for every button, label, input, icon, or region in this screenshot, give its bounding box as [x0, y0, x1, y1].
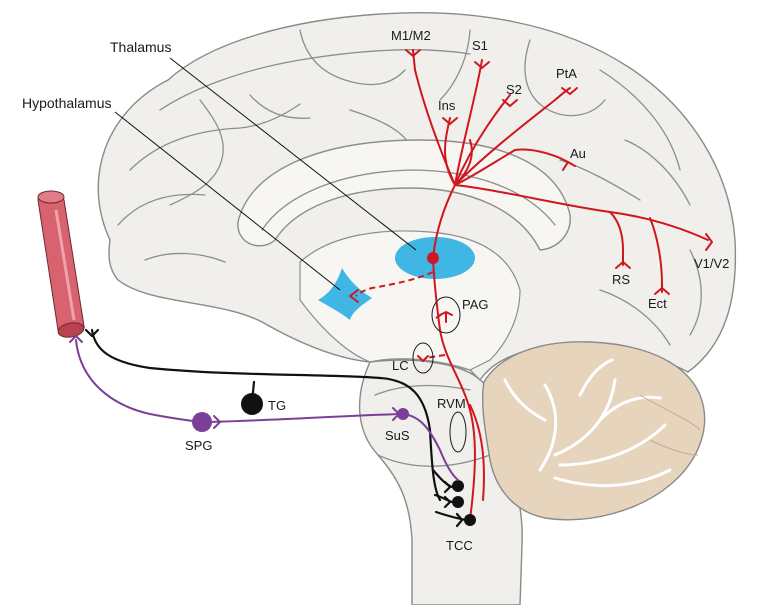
tg-neuron-soma-icon	[241, 393, 263, 415]
label-pag: PAG	[462, 297, 489, 312]
tcc-neuron-2-icon	[452, 496, 464, 508]
label-thalamus: Thalamus	[110, 39, 171, 55]
spg-input-synapse-icon	[213, 415, 221, 429]
sus-neuron-soma-icon	[397, 408, 409, 420]
label-pta: PtA	[556, 66, 577, 81]
label-spg: SPG	[185, 438, 212, 453]
v1v2-synapse-icon	[705, 233, 713, 251]
lc-synapse-icon	[417, 355, 429, 362]
pag-nucleus	[431, 296, 461, 334]
hypothalamus-synapse-icon	[349, 289, 359, 303]
label-tg: TG	[268, 398, 286, 413]
label-m1m2: M1/M2	[391, 28, 431, 43]
label-tcc: TCC	[446, 538, 473, 553]
label-v1v2: V1/V2	[694, 256, 729, 271]
label-hypothalamus: Hypothalamus	[22, 95, 112, 111]
hypothalamus-leader-line	[114, 111, 341, 291]
trigeminal-pathway	[84, 328, 476, 528]
rs-synapse-icon	[615, 261, 631, 269]
label-s1: S1	[472, 38, 488, 53]
lc-nucleus	[412, 342, 434, 374]
label-rs: RS	[612, 272, 630, 287]
ins-synapse-icon	[442, 117, 458, 125]
cerebellar-folia	[503, 358, 672, 488]
trigeminovascular-ascending-pathway	[355, 49, 713, 521]
hypothalamus-shape	[318, 268, 372, 320]
cerebellum	[481, 341, 706, 521]
pta-synapse-icon	[561, 87, 578, 95]
rvm-nucleus	[449, 411, 467, 453]
ect-synapse-icon	[654, 287, 670, 295]
m1m2-synapse-icon	[405, 49, 421, 57]
tcc-neuron-1-icon	[452, 480, 464, 492]
cerebellar-lines	[639, 394, 701, 456]
tcc-neuron-3-icon	[464, 514, 476, 526]
label-rvm: RVM	[437, 396, 466, 411]
label-au: Au	[570, 146, 586, 161]
au-synapse-icon	[562, 161, 576, 171]
label-sus: SuS	[385, 428, 410, 443]
spg-vessel-terminal-icon	[69, 335, 83, 343]
label-ect: Ect	[648, 296, 667, 311]
cerebral-hemisphere	[97, 12, 737, 382]
cortical-gyri	[117, 29, 702, 346]
blood-vessel-icon	[37, 190, 85, 338]
thalamus-leader-line	[169, 57, 417, 251]
vessel-synapse-icon	[84, 328, 100, 338]
label-s2: S2	[506, 82, 522, 97]
s2-synapse-icon	[502, 99, 518, 107]
s1-synapse-icon	[474, 61, 490, 69]
label-ins: Ins	[438, 98, 456, 113]
spg-neuron-soma-icon	[192, 412, 212, 432]
pag-synapse-icon	[439, 311, 453, 323]
label-lc: LC	[392, 358, 409, 373]
parasympathetic-pathway	[69, 335, 459, 481]
